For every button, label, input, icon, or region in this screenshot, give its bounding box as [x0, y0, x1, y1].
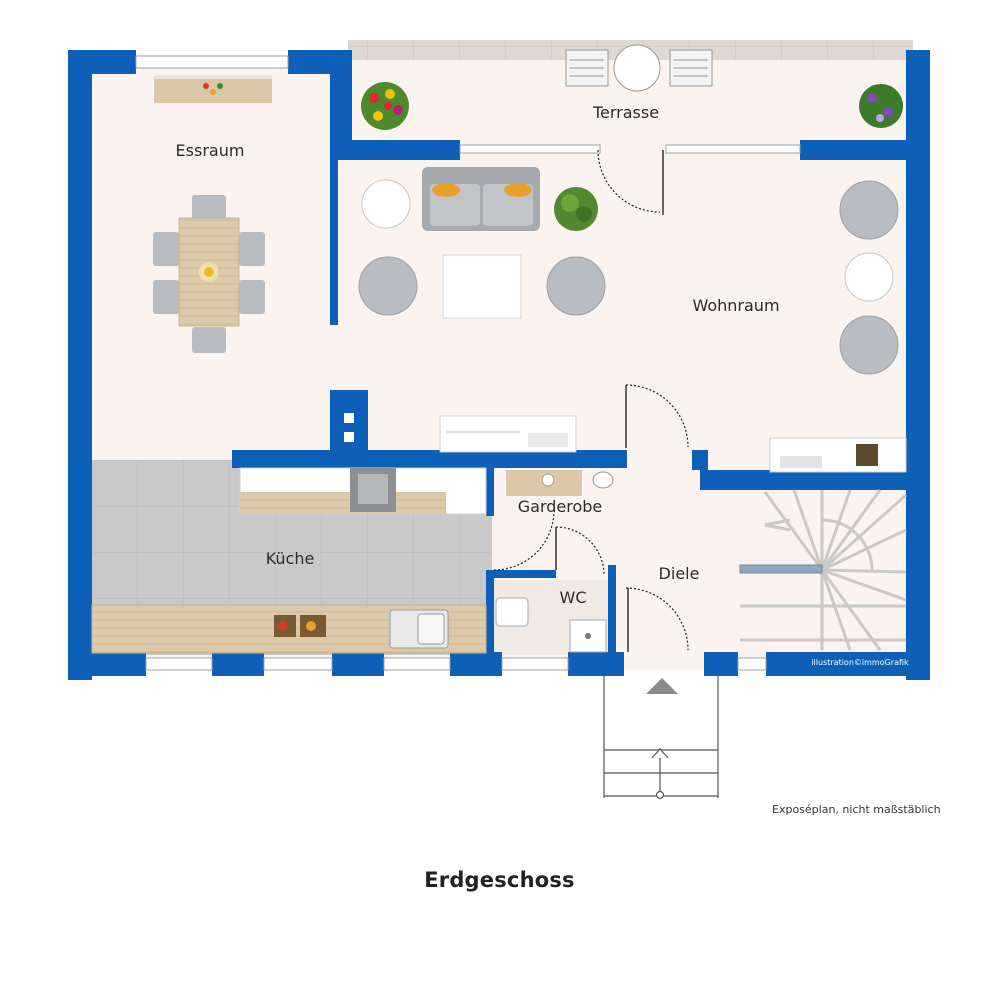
tv-board — [439, 415, 577, 453]
plant — [554, 187, 598, 231]
door-leaves — [555, 150, 664, 652]
room-label-diele: Diele — [659, 564, 700, 583]
dining-table — [153, 195, 265, 353]
door-swings — [493, 149, 689, 651]
room-label-kueche: Küche — [266, 549, 315, 568]
side-table-right — [844, 252, 894, 302]
wall-details — [344, 413, 354, 442]
entrance-arrow-icon — [646, 678, 678, 694]
room-label-wc: WC — [560, 588, 587, 607]
lounge-chairs — [358, 180, 899, 375]
garderobe-furniture — [506, 470, 614, 496]
flower-pot-right — [859, 84, 903, 128]
sideboard-essraum — [154, 75, 272, 103]
coffee-table — [442, 254, 522, 319]
stair-handrail — [739, 564, 823, 574]
floor-title: Erdgeschoss — [424, 868, 575, 892]
staircase — [740, 489, 907, 651]
room-label-essraum: Essraum — [176, 141, 245, 160]
wc-fixtures — [495, 597, 607, 653]
side-table — [361, 179, 411, 229]
scale-note: Exposéplan, nicht maßstäblich — [772, 803, 941, 816]
kitchen-counter-bottom — [91, 604, 487, 654]
room-label-garderobe: Garderobe — [518, 497, 603, 516]
sofa — [422, 167, 540, 231]
windows — [135, 55, 801, 671]
terrace-furniture — [361, 44, 903, 130]
room-label-wohnraum: Wohnraum — [692, 296, 779, 315]
sideboard-wohnraum — [769, 437, 907, 473]
kitchen-counter-top — [239, 467, 487, 515]
room-label-terrasse: Terrasse — [592, 103, 659, 122]
flower-pot-left — [361, 82, 409, 130]
entrance-steps — [603, 676, 719, 800]
walls — [68, 50, 930, 680]
credit-text: illustration©immoGrafik — [811, 658, 909, 667]
